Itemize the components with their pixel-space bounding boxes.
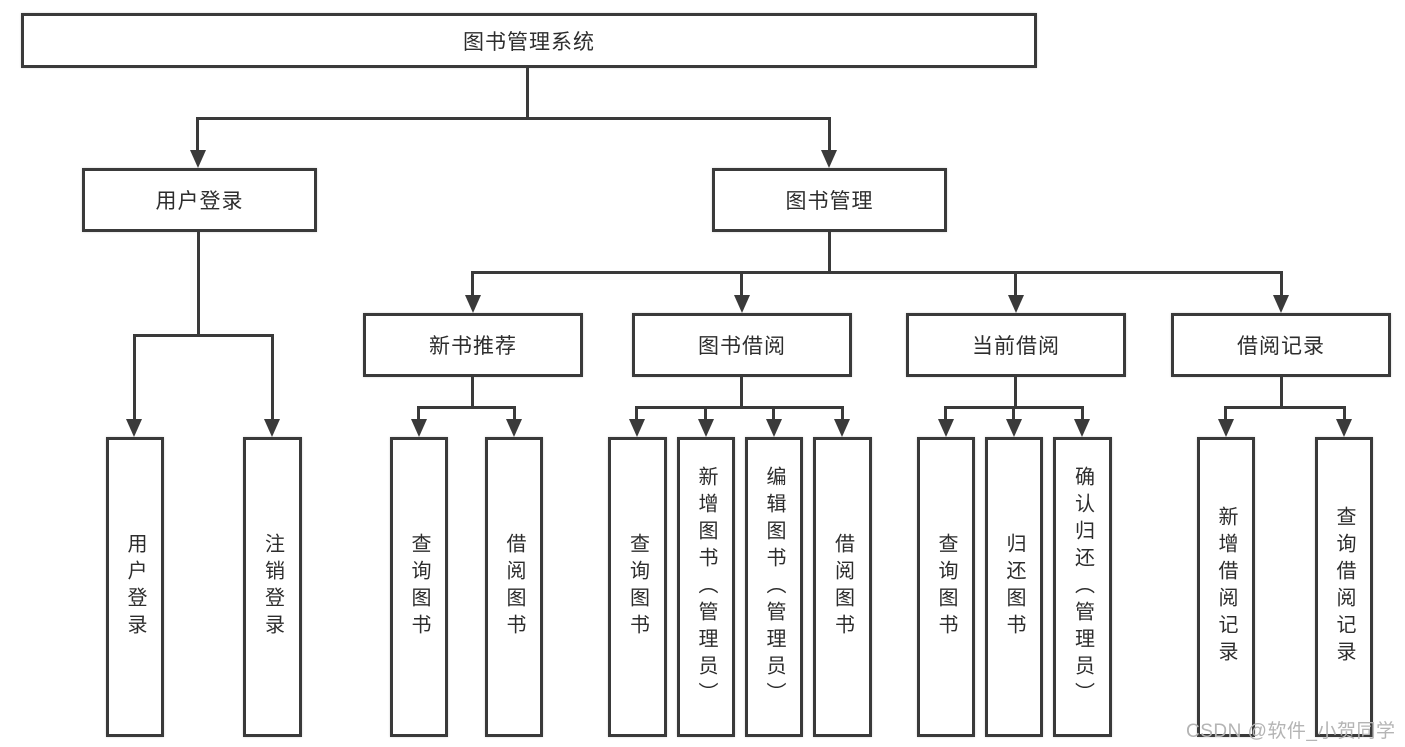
node-root-label: 图书管理系统 [463, 30, 595, 54]
connector-line [740, 271, 743, 298]
connector-line [1343, 406, 1346, 422]
arrow-down-icon [698, 419, 714, 437]
connector-line [196, 117, 199, 153]
arrow-down-icon [734, 295, 750, 313]
arrow-down-icon [411, 419, 427, 437]
node-user-login: 用户登录 [82, 168, 317, 232]
arrow-down-icon [938, 419, 954, 437]
node-user-login-label: 用户登录 [155, 190, 244, 213]
connector-line [133, 334, 136, 421]
leaf-borrow-book-1-label: 借阅图书 [503, 533, 525, 641]
connector-line [471, 271, 1283, 274]
arrow-down-icon [821, 150, 837, 168]
arrow-down-icon [126, 419, 142, 437]
leaf-logout: 注销登录 [243, 437, 302, 737]
leaf-edit-book-admin: 编辑图书（管理员） [745, 437, 803, 737]
leaf-user-login-label: 用户登录 [124, 533, 146, 641]
connector-line [1280, 271, 1283, 298]
leaf-add-book-admin: 新增图书（管理员） [677, 437, 735, 737]
arrow-down-icon [1218, 419, 1234, 437]
leaf-borrow-book-2-label: 借阅图书 [831, 533, 854, 641]
leaf-query-book-2: 查询图书 [608, 437, 667, 737]
leaf-borrow-book-1: 借阅图书 [485, 437, 543, 737]
arrow-down-icon [506, 419, 522, 437]
connector-line [1280, 377, 1283, 408]
node-current-borrowing: 当前借阅 [906, 313, 1126, 377]
leaf-logout-label: 注销登录 [261, 533, 284, 641]
connector-line [828, 232, 831, 274]
arrow-down-icon [1074, 419, 1090, 437]
connector-line [1081, 406, 1084, 422]
connector-line [1224, 406, 1346, 409]
arrow-down-icon [1336, 419, 1352, 437]
connector-line [1014, 271, 1017, 298]
connector-line [197, 232, 200, 336]
connector-line [772, 406, 775, 422]
csdn-watermark: CSDN @软件_小贺同学 [1186, 721, 1396, 742]
connector-line [417, 406, 420, 422]
node-book-borrowing: 图书借阅 [632, 313, 852, 377]
leaf-query-book-3-label: 查询图书 [935, 533, 957, 641]
leaf-query-book-2-label: 查询图书 [626, 533, 649, 641]
leaf-query-borrow-record: 查询借阅记录 [1315, 437, 1373, 737]
connector-line [526, 68, 529, 118]
arrow-down-icon [1008, 295, 1024, 313]
leaf-add-borrow-record-label: 新增借阅记录 [1215, 506, 1237, 668]
leaf-return-book: 归还图书 [985, 437, 1043, 737]
leaf-user-login: 用户登录 [106, 437, 164, 737]
leaf-query-book-3: 查询图书 [917, 437, 975, 737]
leaf-query-book-1-label: 查询图书 [408, 533, 430, 641]
leaf-return-book-label: 归还图书 [1003, 533, 1025, 641]
arrow-down-icon [629, 419, 645, 437]
leaf-edit-book-admin-label: 编辑图书（管理员） [763, 465, 785, 709]
connector-line [1012, 406, 1015, 422]
arrow-down-icon [465, 295, 481, 313]
connector-line [417, 406, 516, 409]
connector-line [828, 117, 831, 153]
leaf-add-borrow-record: 新增借阅记录 [1197, 437, 1255, 737]
connector-line [471, 377, 474, 408]
connector-line [841, 406, 844, 422]
node-current-borrowing-label: 当前借阅 [972, 335, 1060, 358]
node-book-borrowing-label: 图书借阅 [698, 335, 786, 358]
leaf-query-borrow-record-label: 查询借阅记录 [1333, 506, 1355, 668]
node-new-book-recommendation-label: 新书推荐 [429, 335, 517, 358]
connector-line [1014, 377, 1017, 408]
leaf-query-book-1: 查询图书 [390, 437, 448, 737]
arrow-down-icon [190, 150, 206, 168]
connector-line [133, 334, 274, 337]
connector-line [944, 406, 947, 422]
connector-line [740, 377, 743, 408]
connector-line [513, 406, 516, 422]
leaf-confirm-return-admin: 确认归还（管理员） [1053, 437, 1112, 737]
leaf-borrow-book-2: 借阅图书 [813, 437, 872, 737]
connector-line [1224, 406, 1227, 422]
arrow-down-icon [264, 419, 280, 437]
node-book-management-label: 图书管理 [785, 190, 874, 213]
node-root-system: 图书管理系统 [21, 13, 1037, 68]
arrow-down-icon [1006, 419, 1022, 437]
leaf-add-book-admin-label: 新增图书（管理员） [695, 465, 717, 709]
arrow-down-icon [834, 419, 850, 437]
connector-line [635, 406, 638, 422]
connector-line [704, 406, 707, 422]
arrow-down-icon [766, 419, 782, 437]
connector-line [271, 334, 274, 421]
node-new-book-recommendation: 新书推荐 [363, 313, 583, 377]
arrow-down-icon [1273, 295, 1289, 313]
node-book-management: 图书管理 [712, 168, 947, 232]
node-borrowing-records: 借阅记录 [1171, 313, 1391, 377]
connector-line [471, 271, 474, 298]
connector-line [196, 117, 831, 120]
connector-line [635, 406, 844, 409]
node-borrowing-records-label: 借阅记录 [1237, 335, 1325, 358]
leaf-confirm-return-admin-label: 确认归还（管理员） [1071, 465, 1094, 709]
